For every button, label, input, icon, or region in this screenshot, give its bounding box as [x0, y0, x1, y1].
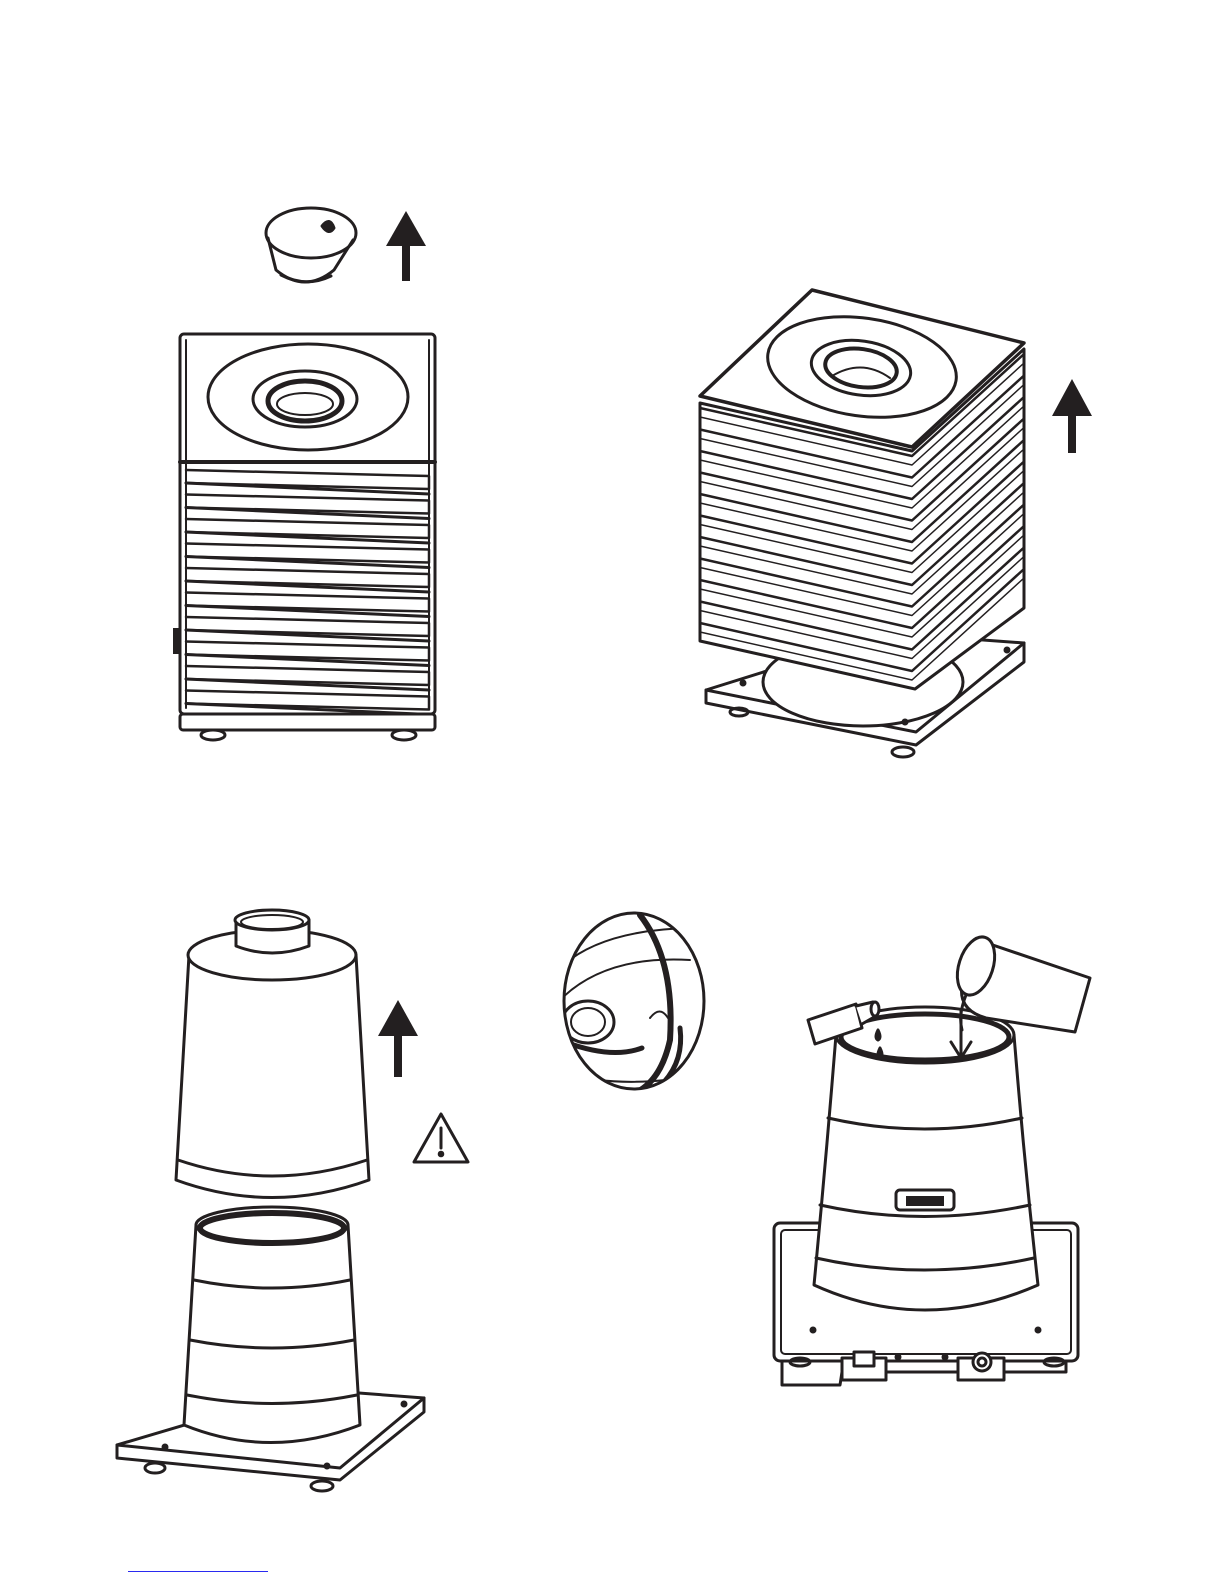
step-fill-water-panel [774, 932, 1090, 1385]
slatted-cover [700, 290, 1024, 689]
up-arrow-icon [386, 211, 426, 281]
open-reservoir [814, 1007, 1038, 1310]
warning-icon [414, 1114, 468, 1162]
step-lift-cover-panel [700, 290, 1092, 757]
water-tank [176, 910, 369, 1198]
step-detail-view-panel [560, 913, 704, 1095]
up-arrow-icon [378, 1000, 418, 1077]
up-arrow-icon [1052, 379, 1092, 453]
lower-reservoir [184, 1207, 360, 1443]
step-lift-tank-panel [117, 910, 468, 1491]
cap-part [266, 208, 356, 282]
step-remove-cap-panel [173, 208, 435, 740]
footer-underline [128, 1571, 268, 1572]
diffuser-body-front [173, 334, 435, 740]
